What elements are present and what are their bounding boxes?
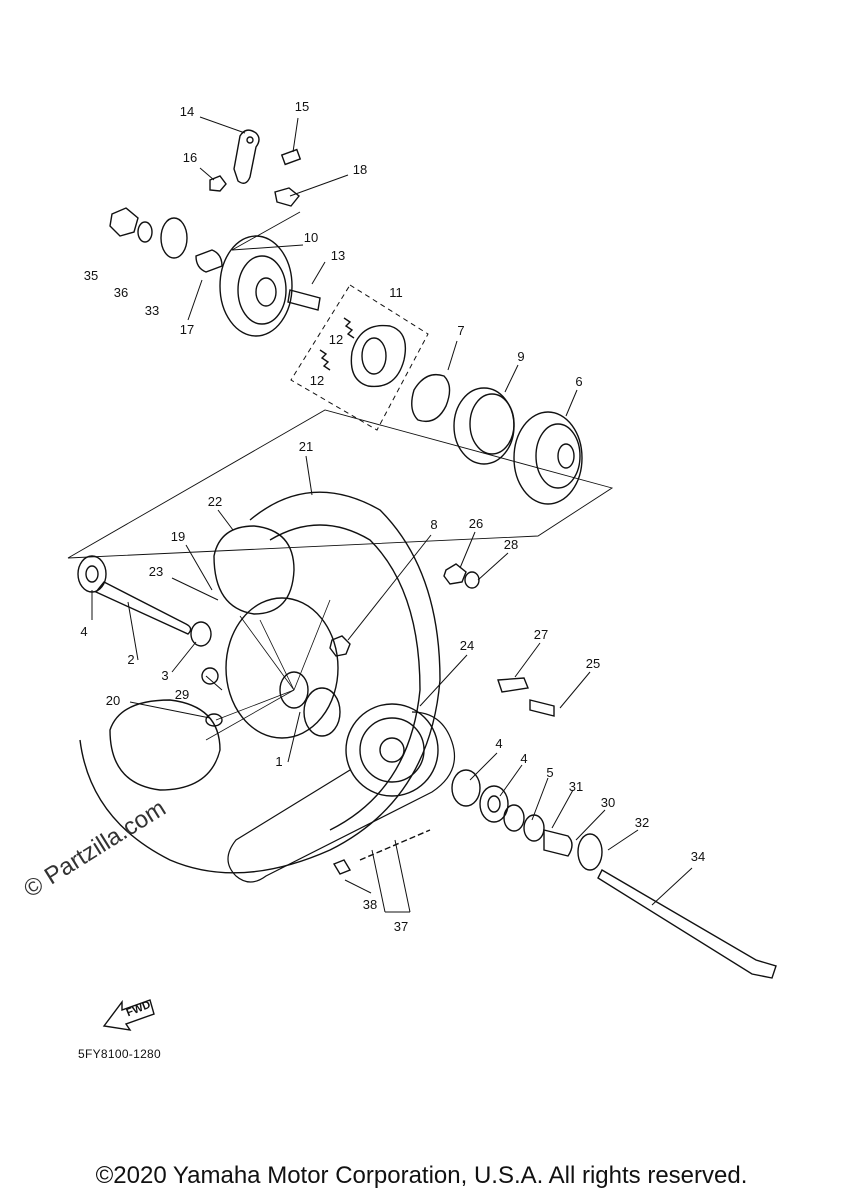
callout-25: 25 — [585, 656, 601, 671]
rim-band-20 — [205, 713, 223, 727]
callout-6: 6 — [575, 374, 583, 389]
adjuster-32 — [577, 833, 603, 871]
copyright-notice: ©2020 Yamaha Motor Corporation, U.S.A. A… — [95, 1162, 748, 1189]
callout-23: 23 — [148, 564, 164, 579]
callout-7: 7 — [457, 323, 465, 338]
callout-8: 8 — [430, 517, 438, 532]
spacer-2 — [94, 581, 192, 635]
callout-4a: 4 — [80, 624, 88, 639]
callout-4c: 4 — [520, 751, 528, 766]
spokes — [205, 599, 331, 741]
seal-5 — [503, 804, 525, 832]
callout-36: 36 — [113, 285, 129, 300]
wheel-hub-1 — [225, 597, 339, 739]
callout-4b: 4 — [495, 736, 503, 751]
callout-15: 15 — [294, 99, 310, 114]
callout-10: 10 — [303, 230, 319, 245]
plate-27 — [497, 677, 529, 693]
nut-8 — [329, 635, 351, 657]
callout-24: 24 — [459, 638, 475, 653]
fwd-arrow-icon — [102, 999, 155, 1031]
washer-36 — [137, 221, 153, 243]
sprocket-33 — [160, 217, 188, 259]
nut-16 — [209, 175, 227, 192]
diagram-code: 5FY8100-1280 — [78, 1047, 161, 1061]
nut-35 — [109, 207, 139, 237]
callout-31: 31 — [568, 779, 584, 794]
brake-shoe-group-box — [290, 284, 429, 431]
callout-18: 18 — [352, 162, 368, 177]
callout-11: 11 — [389, 285, 403, 300]
bolt-25 — [529, 699, 555, 717]
callout-29: 29 — [174, 687, 190, 702]
bearing-4-left — [77, 555, 107, 593]
collar-30 — [543, 829, 573, 857]
collar-17 — [195, 249, 223, 273]
brake-panel-10 — [219, 235, 293, 337]
axle-34 — [597, 869, 777, 979]
hub-plate-7 — [411, 373, 451, 423]
brake-shoes-11 — [350, 324, 407, 388]
callout-1: 1 — [275, 754, 283, 769]
bearing-4-right-a — [451, 769, 481, 807]
seal-31 — [523, 814, 545, 842]
callout-20: 20 — [105, 693, 121, 708]
callout-37: 37 — [393, 919, 409, 934]
spring-12a — [343, 317, 355, 339]
bolt-29 — [201, 667, 219, 685]
callout-32: 32 — [634, 815, 650, 830]
tire-tread-lower — [109, 699, 221, 791]
callout-9: 9 — [517, 349, 525, 364]
callout-34: 34 — [690, 849, 706, 864]
assembly-outline — [67, 409, 614, 559]
nut-26 — [443, 563, 467, 585]
collar-3 — [190, 621, 212, 647]
callout-28: 28 — [503, 537, 519, 552]
leader-lines — [91, 116, 693, 913]
clip-18 — [274, 187, 300, 207]
bolt-15 — [280, 148, 302, 166]
rear-tire-21 — [79, 491, 441, 874]
callout-26: 26 — [468, 516, 484, 531]
chain-joint-38 — [332, 859, 352, 875]
cam-13 — [287, 289, 321, 311]
callout-12a: 12 — [328, 332, 344, 347]
callout-33: 33 — [144, 303, 160, 318]
flange — [303, 687, 341, 737]
callout-17: 17 — [179, 322, 195, 337]
callout-19: 19 — [170, 529, 186, 544]
callout-38: 38 — [362, 897, 378, 912]
callout-27: 27 — [533, 627, 549, 642]
callout-12b: 12 — [309, 373, 325, 388]
callout-16: 16 — [182, 150, 198, 165]
callout-22: 22 — [207, 494, 223, 509]
rear-sprocket-24 — [345, 703, 439, 797]
washer-28 — [464, 571, 480, 589]
spring-12b — [319, 349, 331, 371]
callout-21: 21 — [298, 439, 314, 454]
callout-5: 5 — [546, 765, 554, 780]
callout-2: 2 — [127, 652, 135, 667]
brake-arm — [233, 129, 260, 184]
chain-37 — [227, 711, 456, 883]
tube-22 — [213, 525, 295, 615]
callout-35: 35 — [83, 268, 99, 283]
brake-drum-6 — [513, 411, 583, 505]
callout-14: 14 — [179, 104, 195, 119]
bearing-4-right-b — [479, 785, 509, 823]
callout-3: 3 — [161, 668, 169, 683]
callout-13: 13 — [330, 248, 346, 263]
callout-30: 30 — [600, 795, 616, 810]
